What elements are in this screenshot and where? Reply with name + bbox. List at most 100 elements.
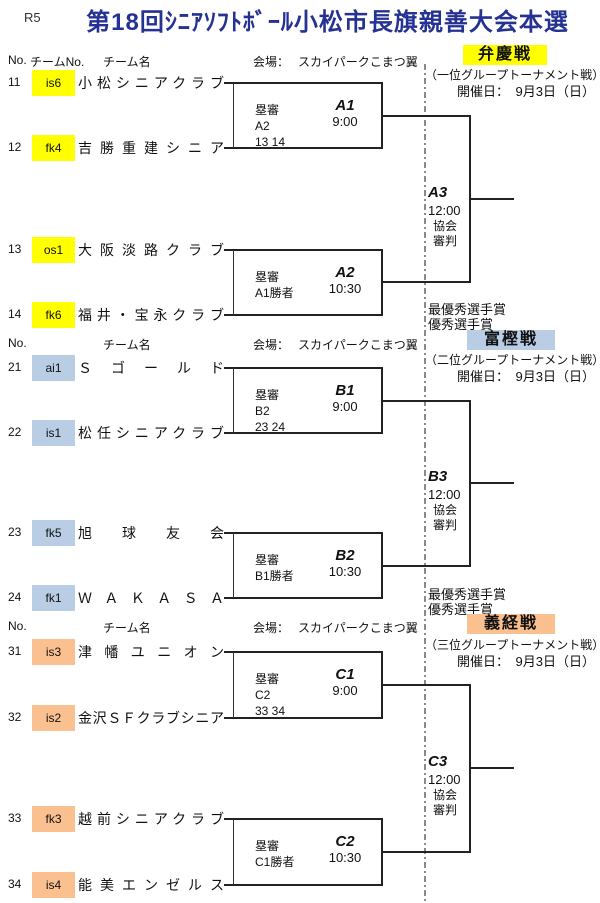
umpire-block: 塁審 C1勝者 (255, 838, 294, 870)
final-umpire-ref: 審判 (433, 803, 458, 817)
match-box-edge (233, 83, 234, 148)
team-name: 能美エンゼルス (78, 877, 224, 893)
team-name: 金沢ＳＦクラブシニア (78, 710, 224, 726)
final-match-label: A3 (428, 184, 448, 201)
final-connector (469, 684, 471, 853)
bracket-connector (381, 368, 383, 433)
team-code-badge: ai1 (32, 355, 75, 381)
team-row-number: 24 (8, 590, 22, 604)
bracket-line (224, 532, 383, 534)
team-row-number: 21 (8, 360, 22, 374)
bracket-line (224, 717, 383, 719)
team-row-number: 23 (8, 525, 22, 539)
era-label: R5 (24, 10, 41, 25)
winner-line (383, 684, 470, 686)
umpire-block: 塁審 B1勝者 (255, 552, 294, 584)
column-header-team-name: チーム名 (103, 338, 151, 352)
bracket-connector (381, 250, 383, 315)
bracket-line (224, 367, 383, 369)
battle-name-badge: 弁慶戦 (463, 45, 547, 65)
team-row-number: 33 (8, 811, 22, 825)
team-row-number: 14 (8, 307, 22, 321)
team-row-number: 11 (8, 75, 21, 89)
team-code-badge: os1 (32, 237, 75, 263)
battle-name-badge: 富樫戦 (467, 330, 555, 350)
final-match-block: B3 12:00 協会 審判 (428, 467, 461, 533)
team-code-badge: fk5 (32, 520, 75, 546)
venue-name: スカイパークこまつ翼 (298, 55, 418, 69)
column-header-team-no: チームNo. (30, 55, 85, 69)
umpire-block: 塁審 C2 33 34 (255, 671, 285, 719)
final-match-block: A3 12:00 協会 審判 (428, 183, 461, 249)
winner-line (383, 400, 470, 402)
battle-name-badge: 義経戦 (467, 614, 555, 634)
bracket-connector (381, 652, 383, 718)
team-code-badge: fk1 (32, 585, 75, 611)
team-name: Ｗ Ａ Ｋ Ａ Ｓ Ａ (78, 590, 224, 606)
umpire-label: 塁審 (255, 553, 280, 567)
column-header-team-name: チーム名 (103, 55, 151, 69)
battle-subtitle: （二位グループトーナメント戦） (425, 353, 600, 367)
team-name: 福井・宝永クラブ (78, 307, 224, 323)
team-name: 松任シニアクラブ (78, 425, 224, 441)
umpire-assignment: 33 34 (255, 704, 286, 718)
match-box-edge (233, 819, 234, 885)
final-umpire-org: 協会 (433, 788, 458, 802)
umpire-block: 塁審 A1勝者 (255, 269, 294, 301)
team-row-number: 34 (8, 877, 22, 891)
prize-excellent-player: 優秀選手賞 (428, 602, 494, 617)
umpire-label: 塁審 (255, 839, 280, 853)
team-code-badge: is2 (32, 705, 75, 731)
winner-line (383, 115, 470, 117)
prize-best-player: 最優秀選手賞 (428, 587, 507, 602)
final-winner-line (469, 482, 514, 484)
bracket-line (224, 884, 383, 886)
winner-line (383, 565, 470, 567)
umpire-assignment: A1勝者 (255, 286, 294, 300)
winner-line (383, 281, 470, 283)
bracket-line (224, 597, 383, 599)
umpire-assignment: 13 14 (255, 135, 286, 149)
final-connector (469, 400, 471, 567)
umpire-label: 塁審 (255, 672, 280, 686)
final-winner-line (469, 767, 514, 769)
bracket-connector (381, 83, 383, 148)
page-title: 第18回ｼﾆｱｿﾌﾄﾎﾞｰﾙ小松市長旗親善大会本選 (86, 9, 569, 36)
team-code-badge: fk3 (32, 806, 75, 832)
bracket-line (224, 82, 383, 84)
venue-name: スカイパークこまつ翼 (298, 338, 418, 352)
match-box-edge (233, 652, 234, 718)
team-code-badge: is1 (32, 420, 75, 446)
match-time: 10:30 (328, 850, 362, 865)
bracket-line (224, 651, 383, 653)
venue-label: 会場： (253, 55, 290, 69)
team-name: 津幡ユニオン (78, 644, 224, 660)
umpire-assignment: A2 (255, 119, 270, 133)
team-row-number: 12 (8, 140, 22, 154)
umpire-assignment: B2 (255, 404, 270, 418)
umpire-assignment: B1勝者 (255, 569, 294, 583)
match-label: C2 (335, 833, 355, 850)
umpire-assignment: 23 24 (255, 420, 286, 434)
match-time: 9:00 (332, 683, 358, 698)
final-umpire-org: 協会 (433, 503, 458, 517)
final-match-time: 12:00 (428, 772, 461, 787)
prize-excellent-player: 優秀選手賞 (428, 317, 494, 332)
bracket-line (224, 314, 383, 316)
team-row-number: 31 (8, 644, 22, 658)
match-time: 10:30 (328, 564, 362, 579)
team-code-badge: is4 (32, 872, 75, 898)
umpire-label: 塁審 (255, 103, 280, 117)
match-box-edge (233, 533, 234, 598)
team-row-number: 32 (8, 710, 22, 724)
winner-line (383, 851, 470, 853)
column-header-no: No. (8, 53, 27, 67)
team-name: 小松シニアクラブ (78, 75, 224, 91)
match-label: A1 (335, 97, 355, 114)
team-code-badge: is6 (32, 70, 75, 96)
umpire-block: 塁審 A2 13 14 (255, 102, 285, 150)
umpire-label: 塁審 (255, 388, 280, 402)
bracket-connector (381, 819, 383, 885)
venue-name: スカイパークこまつ翼 (298, 621, 418, 635)
team-code-badge: fk6 (32, 302, 75, 328)
